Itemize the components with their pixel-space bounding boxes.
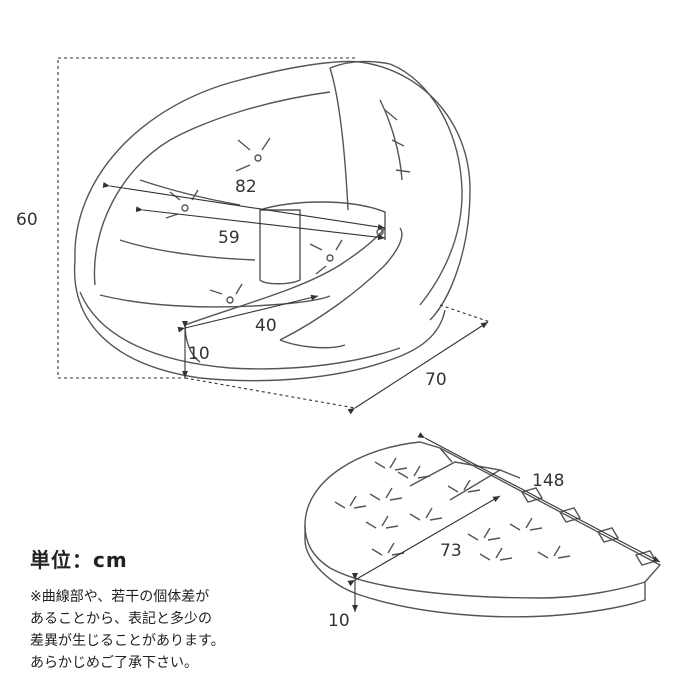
- dim-label-mat-length: 148: [532, 471, 564, 491]
- note-line: あらかじめご了承下さい。: [30, 655, 198, 671]
- dim-label-inner-width: 59: [218, 228, 240, 248]
- note-line: あることから、表記と多少の: [30, 611, 212, 627]
- dim-label-chair-height: 60: [16, 210, 38, 230]
- mat-dimension-lines: [347, 432, 661, 612]
- mat-width-dim-line: [347, 495, 501, 587]
- unit-label: 単位：cm: [30, 548, 128, 572]
- dim-label-chair-depth: 70: [425, 370, 447, 390]
- note-line: 差異が生じることがあります。: [30, 633, 225, 649]
- seat-depth-dim-line: [177, 294, 319, 333]
- note-line: ※曲線部や、若干の個体差が: [30, 589, 210, 605]
- dim-label-outer-width: 82: [235, 177, 257, 197]
- dim-label-seat-depth: 40: [255, 316, 277, 336]
- depth-dim-line: [347, 321, 489, 415]
- dim-label-cushion-height: 10: [188, 344, 210, 364]
- chair-dimension-lines: [57, 57, 491, 415]
- disclaimer-note: ※曲線部や、若干の個体差が あることから、表記と多少の 差異が生じることがありま…: [30, 586, 225, 674]
- dim-label-mat-thickness: 10: [328, 611, 350, 631]
- inner-width-dim-line: [135, 206, 386, 241]
- dim-label-mat-width: 73: [440, 541, 462, 561]
- mat-length-dim-line: [417, 432, 661, 563]
